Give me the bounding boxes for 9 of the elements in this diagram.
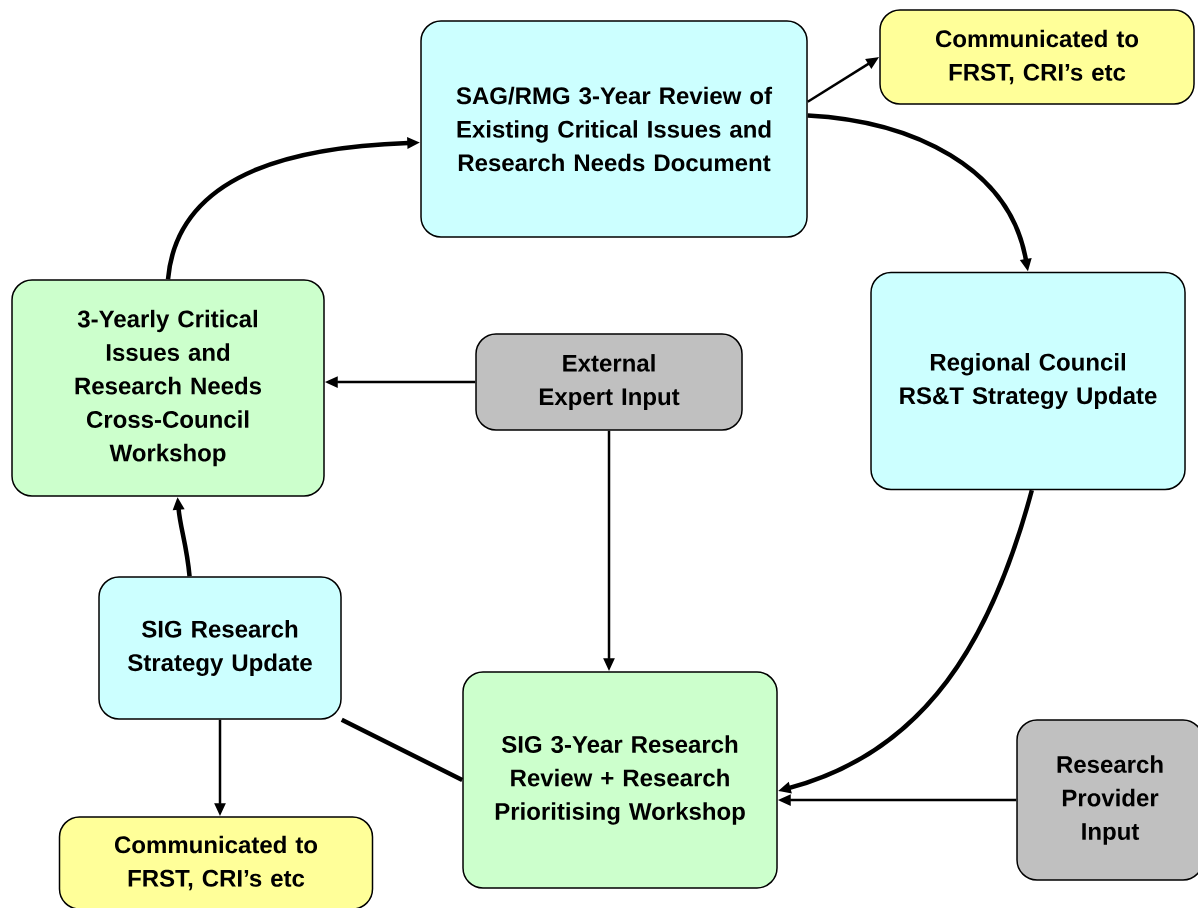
process-box: External Expert Input: [475, 333, 743, 431]
process-box: Communicated to FRST, CRI’s etc: [879, 9, 1195, 105]
process-box: Regional Council RS&T Strategy Update: [870, 271, 1186, 491]
process-box: SIG 3-Year Research Review + Research Prioritising Workshop: [462, 671, 778, 889]
process-box: Research Provider Input: [1016, 719, 1198, 881]
process-box: SIG Research Strategy Update: [98, 576, 342, 720]
process-box: Communicated to FRST, CRI’s etc: [58, 816, 374, 908]
process-box: SAG/RMG 3-Year Review of Existing Critical Issues and Research Needs Document: [420, 20, 808, 238]
process-box: 3-Yearly Critical Issues and Research Needs Cross-Council Workshop: [11, 279, 325, 497]
